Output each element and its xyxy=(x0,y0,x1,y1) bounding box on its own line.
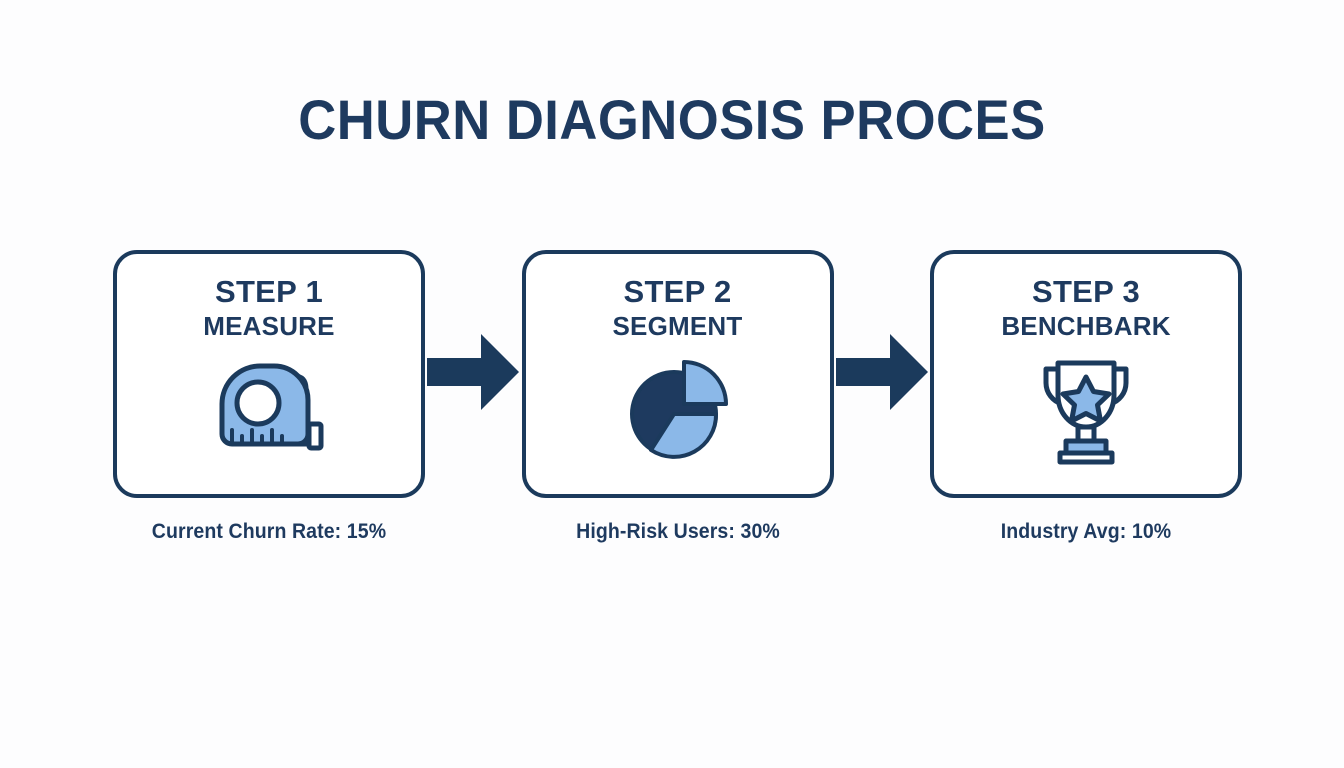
step-card-1-step-label: STEP 1 xyxy=(214,274,324,309)
arrow-right-icon xyxy=(835,333,928,415)
step-card-2-name: SEGMENT xyxy=(612,310,743,341)
step-card-3-icon-wrap xyxy=(934,340,1238,494)
metric-caption-2: High-Risk Users: 30% xyxy=(575,520,780,543)
process-flow: STEP 1 MEASURE xyxy=(113,250,1242,498)
step-card-1[interactable]: STEP 1 MEASURE xyxy=(113,250,425,498)
step-card-3-step-label: STEP 3 xyxy=(1031,274,1141,309)
step-card-2-icon-wrap xyxy=(526,340,830,494)
step-card-1-name: MEASURE xyxy=(203,310,335,341)
pie-chart-icon xyxy=(626,358,730,467)
step-card-3-name: BENCHBARK xyxy=(1001,310,1171,341)
step-card-2-step-label: STEP 2 xyxy=(623,274,732,309)
trophy-icon xyxy=(1034,355,1138,470)
metric-caption-3: Industry Avg: 10% xyxy=(1000,520,1172,543)
metrics-row: Current Churn Rate: 15% High-Risk Users:… xyxy=(113,513,1242,551)
connector-2 xyxy=(834,250,931,498)
tape-measure-icon xyxy=(210,358,328,467)
page-title: CHURN DIAGNOSIS PROCES xyxy=(298,88,1046,151)
step-card-1-icon-wrap xyxy=(117,340,421,494)
arrow-right-icon xyxy=(427,333,520,415)
step-card-2[interactable]: STEP 2 SEGMENT xyxy=(521,250,834,498)
connector-1 xyxy=(425,250,522,498)
metric-caption-1: Current Churn Rate: 15% xyxy=(151,520,387,543)
step-card-3[interactable]: STEP 3 BENCHBARK xyxy=(930,250,1242,498)
